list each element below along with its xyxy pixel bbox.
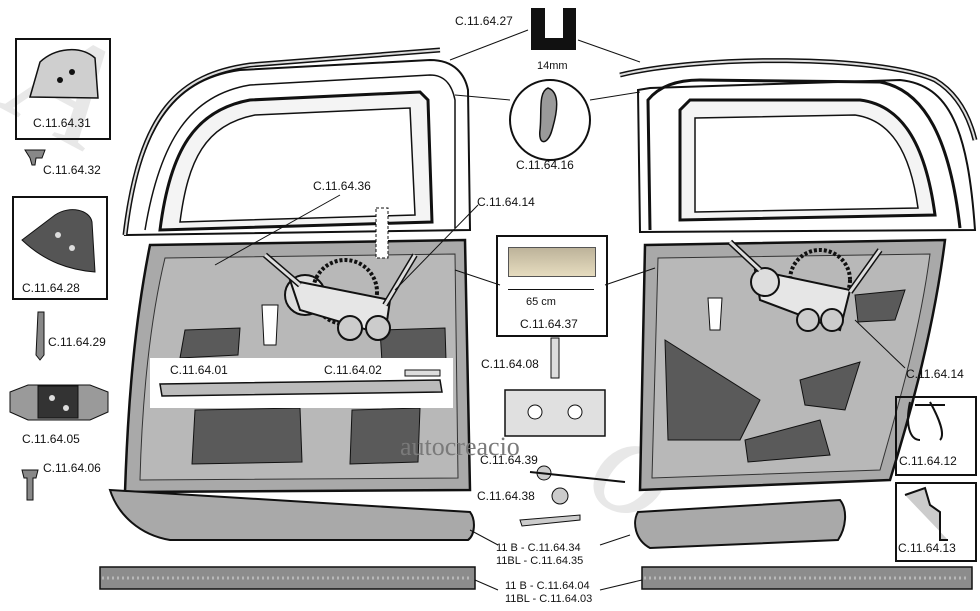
label-hinge-pin: C.11.64.38 [477,489,535,503]
label-regulator-pin: C.11.64.36 [313,179,371,193]
clip-shape [539,87,558,143]
felt-strip-shape [508,247,596,277]
label-clip-b: C.11.64.13 [898,541,956,555]
hinge-shape [504,389,606,437]
latch-plate-shape [21,209,96,273]
rail-bar [159,379,443,397]
felt-strip-box: 65 cm [496,235,608,337]
clip-b-box [895,482,977,562]
label-sill-11bl: 11BL - C.11.64.03 [505,593,593,605]
label-regulator-bracket: C.11.64.14 [477,195,535,209]
felt-length-label: 65 cm [526,296,556,308]
corner-cap-box [15,38,111,140]
right-door [619,58,978,492]
label-window-clip: C.11.64.16 [516,158,574,172]
bolt-shape [21,469,39,501]
corner-cap-shape [29,48,99,99]
screw-shape [24,149,46,166]
label-check-rod: C.11.64.08 [481,357,539,371]
label-lower-panel-11bl: 11BL - C.11.64.35 [496,555,584,567]
label-top-seal-width: 14mm [537,60,568,72]
label-corner-cap: C.11.64.31 [33,116,91,130]
felt-length-arrow [508,289,594,290]
rail-bar-small [404,369,441,377]
label-striker: C.11.64.05 [22,432,80,446]
left-door [122,47,472,494]
label-top-seal: C.11.64.27 [455,14,513,28]
check-rod-shape [550,337,560,379]
label-rail-a: C.11.64.01 [170,363,228,377]
clip-a-box [895,396,977,476]
watermark-text: autocreacio [400,432,520,461]
label-felt-strip: C.11.64.37 [520,317,578,331]
lower-panel-right-shape [634,498,846,550]
label-regulator-bracket-right: C.11.64.14 [906,367,964,381]
hinge-pin-shape [551,487,569,505]
sill-right-shape [641,566,973,590]
label-lower-panel-11b: 11 B - C.11.64.34 [496,542,581,554]
latch-plate-box [12,196,108,300]
leader-lines [214,29,906,591]
label-hinge-part: C.11.64.39 [480,453,538,467]
lower-panel-left-shape [108,488,475,541]
label-sill-11b: 11 B - C.11.64.04 [505,580,590,592]
seal-profile [531,8,576,50]
label-bolt: C.11.64.06 [43,461,101,475]
label-latch-plate: C.11.64.28 [22,281,80,295]
label-screw-b: C.11.64.29 [48,335,106,349]
label-rail-b: C.11.64.02 [324,363,382,377]
label-clip-a: C.11.64.12 [899,454,957,468]
long-screw-shape [35,311,45,361]
label-screw-a: C.11.64.32 [43,163,101,177]
clip-b-shape [904,486,948,541]
clip-a-shape [907,401,945,441]
